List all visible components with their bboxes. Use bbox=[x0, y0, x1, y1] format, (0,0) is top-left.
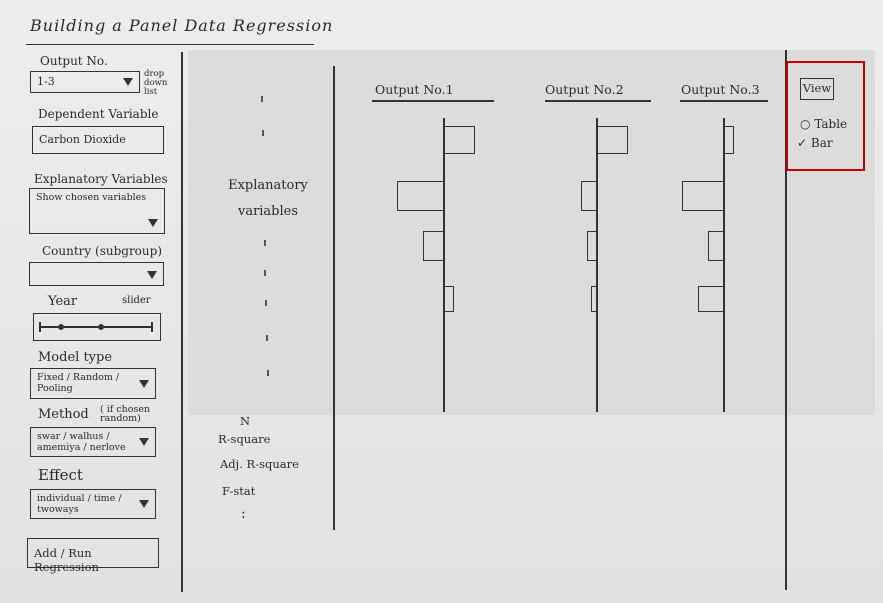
output-1-header: Output No.1 bbox=[375, 82, 454, 97]
dependent-label: Dependent Variable bbox=[38, 107, 159, 121]
output-2-underline bbox=[545, 100, 651, 102]
stat-adj-r-square: Adj. R-square bbox=[220, 457, 299, 471]
bar-output-2-row-2 bbox=[581, 181, 597, 211]
view-option-bar[interactable]: ✓ Bar bbox=[797, 136, 833, 150]
stat-n: N bbox=[240, 414, 251, 428]
output-1-underline bbox=[372, 100, 494, 102]
chevron-down-icon bbox=[123, 78, 133, 86]
output-no-label: Output No. bbox=[40, 54, 108, 68]
chevron-down-icon bbox=[139, 380, 149, 388]
sidebar-divider bbox=[181, 52, 183, 592]
slider-tick bbox=[39, 322, 41, 332]
bar-output-2-row-4 bbox=[591, 286, 597, 312]
rowlabel-divider bbox=[333, 66, 335, 530]
ellipsis-mark bbox=[262, 130, 264, 136]
ellipsis-mark bbox=[266, 335, 268, 341]
explanatory-variables-row-label: Explanatory variables bbox=[228, 178, 308, 219]
bar-output-3-row-3 bbox=[708, 231, 724, 261]
method-dropdown[interactable]: swar / walhus / amemiya / nerlove bbox=[30, 427, 156, 457]
output-1-axis bbox=[443, 118, 445, 412]
bar-output-1-row-4 bbox=[444, 286, 455, 312]
view-panel-highlight bbox=[786, 61, 865, 171]
slider-track bbox=[39, 326, 153, 328]
effect-dropdown[interactable]: individual / time / twoways bbox=[30, 489, 156, 519]
method-label: Method bbox=[38, 407, 89, 422]
explanatory-multiselect[interactable]: Show chosen variables bbox=[29, 188, 165, 234]
page-title: Building a Panel Data Regression bbox=[30, 16, 334, 35]
title-underline bbox=[26, 44, 314, 45]
ellipsis-mark bbox=[261, 96, 263, 102]
year-note: slider bbox=[122, 295, 151, 306]
country-dropdown[interactable] bbox=[29, 262, 164, 286]
results-area-shade bbox=[188, 50, 875, 415]
year-slider[interactable] bbox=[33, 313, 161, 341]
output-3-underline bbox=[680, 100, 768, 102]
bar-output-2-row-3 bbox=[586, 231, 597, 261]
slider-handle-start[interactable] bbox=[58, 324, 64, 330]
stat-r-square: R-square bbox=[218, 432, 271, 446]
ellipsis-mark bbox=[265, 300, 267, 306]
view-option-table[interactable]: ○ Table bbox=[800, 117, 847, 131]
stat-f-stat: F-stat bbox=[222, 484, 256, 498]
view-divider bbox=[785, 50, 787, 590]
model-type-label: Model type bbox=[38, 350, 113, 365]
year-label: Year bbox=[48, 294, 78, 309]
chevron-down-icon bbox=[139, 438, 149, 446]
bar-output-1-row-3 bbox=[423, 231, 444, 261]
radio-circle-icon: ○ bbox=[800, 117, 811, 131]
chevron-down-icon bbox=[139, 500, 149, 508]
add-run-regression-button[interactable]: Add / Run Regression bbox=[27, 538, 159, 574]
bar-output-1-row-2 bbox=[397, 181, 444, 211]
effect-label: Effect bbox=[38, 466, 83, 484]
bar-output-3-row-1 bbox=[724, 126, 735, 154]
model-type-value: Fixed / Random / Pooling bbox=[37, 372, 120, 394]
ellipsis-mark bbox=[264, 270, 266, 276]
ellipsis-mark bbox=[267, 370, 269, 376]
ellipsis-mark bbox=[264, 240, 266, 246]
output-no-note: drop down list bbox=[144, 69, 168, 97]
explanatory-label: Explanatory Variables bbox=[34, 172, 168, 186]
output-3-axis bbox=[723, 118, 725, 412]
slider-tick bbox=[151, 322, 153, 332]
bar-output-3-row-4 bbox=[698, 286, 724, 312]
view-label: View bbox=[800, 78, 834, 100]
stat-more: : bbox=[241, 506, 246, 522]
model-type-dropdown[interactable]: Fixed / Random / Pooling bbox=[30, 368, 156, 399]
country-label: Country (subgroup) bbox=[42, 244, 162, 258]
method-value: swar / walhus / amemiya / nerlove bbox=[37, 431, 126, 453]
output-3-header: Output No.3 bbox=[681, 82, 760, 97]
dependent-field[interactable]: Carbon Dioxide bbox=[32, 126, 164, 154]
effect-value: individual / time / twoways bbox=[37, 493, 122, 515]
method-note: ( if chosen random) bbox=[100, 404, 151, 424]
view-option-table-label: Table bbox=[814, 117, 848, 131]
bar-output-2-row-1 bbox=[597, 126, 629, 154]
explanatory-value: Show chosen variables bbox=[36, 192, 147, 203]
slider-handle-end[interactable] bbox=[98, 324, 104, 330]
output-2-axis bbox=[596, 118, 598, 412]
checkmark-icon: ✓ bbox=[797, 136, 808, 150]
dependent-value: Carbon Dioxide bbox=[39, 133, 126, 146]
chevron-down-icon bbox=[148, 219, 158, 227]
run-button-label: Add / Run Regression bbox=[34, 546, 99, 574]
output-no-value: 1-3 bbox=[37, 75, 55, 88]
bar-output-3-row-2 bbox=[682, 181, 724, 211]
chevron-down-icon bbox=[147, 271, 157, 279]
output-no-dropdown[interactable]: 1-3 bbox=[30, 71, 140, 93]
output-2-header: Output No.2 bbox=[545, 82, 624, 97]
view-option-bar-label: Bar bbox=[810, 136, 833, 150]
bar-output-1-row-1 bbox=[444, 126, 476, 154]
